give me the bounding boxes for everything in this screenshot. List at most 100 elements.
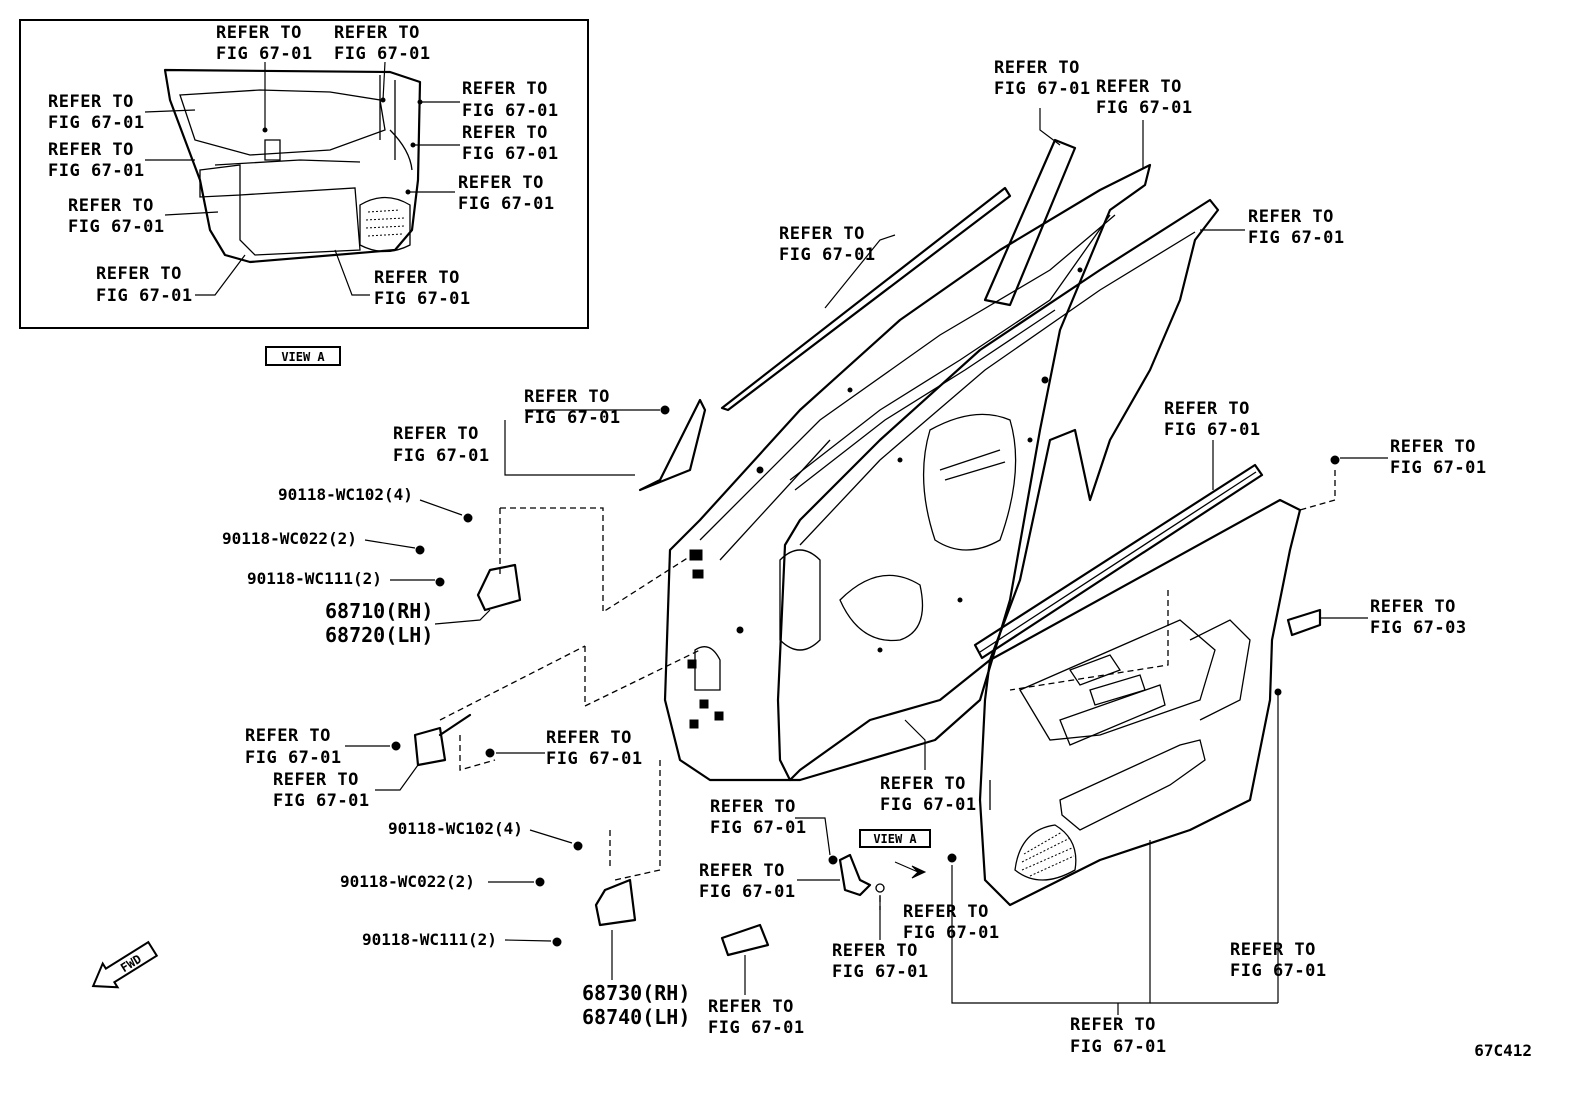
- svg-text:FIG 67-01: FIG 67-01: [216, 44, 313, 64]
- svg-text:REFER TO: REFER TO: [832, 941, 918, 961]
- part-number-hinge-upper-lh: 68720(LH): [325, 623, 433, 647]
- svg-text:FIG 67-01: FIG 67-01: [393, 446, 490, 466]
- view-a-tag-inset: VIEW A: [265, 346, 341, 366]
- svg-text:FIG 67-01: FIG 67-01: [699, 882, 796, 902]
- view-a-tag-main: VIEW A: [859, 829, 931, 848]
- svg-text:FIG 67-01: FIG 67-01: [462, 144, 559, 164]
- part-number-labels: 90118-WC102(4) 90118-WC022(2) 90118-WC11…: [222, 485, 690, 1029]
- svg-text:FIG 67-01: FIG 67-01: [1248, 228, 1345, 248]
- svg-text:FIG 67-01: FIG 67-01: [334, 44, 431, 64]
- svg-text:REFER TO: REFER TO: [903, 902, 989, 922]
- fwd-arrow: FWD: [91, 940, 159, 989]
- svg-text:REFER TO: REFER TO: [1164, 399, 1250, 419]
- svg-text:FIG 67-01: FIG 67-01: [546, 749, 643, 769]
- svg-text:REFER TO: REFER TO: [1070, 1015, 1156, 1035]
- svg-text:REFER TO: REFER TO: [458, 173, 544, 193]
- view-a-label-main: VIEW A: [873, 832, 917, 846]
- svg-text:FIG 67-01: FIG 67-01: [273, 791, 370, 811]
- svg-text:FIG 67-01: FIG 67-01: [68, 217, 165, 237]
- svg-text:REFER TO: REFER TO: [524, 387, 610, 407]
- svg-text:FIG 67-01: FIG 67-01: [462, 101, 559, 121]
- svg-text:FIG 67-01: FIG 67-01: [374, 289, 471, 309]
- part-number-bolt-102-lower: 90118-WC102(4): [388, 819, 523, 838]
- svg-text:FIG 67-01: FIG 67-01: [779, 245, 876, 265]
- svg-text:REFER TO: REFER TO: [1096, 77, 1182, 97]
- view-a-inset: [19, 19, 589, 329]
- part-number-bolt-022-lower: 90118-WC022(2): [340, 872, 475, 891]
- part-number-bolt-022-upper: 90118-WC022(2): [222, 529, 357, 548]
- part-number-bolt-111-lower: 90118-WC111(2): [362, 930, 497, 949]
- svg-text:REFER TO: REFER TO: [699, 861, 785, 881]
- part-number-bolt-102-upper: 90118-WC102(4): [278, 485, 413, 504]
- svg-text:REFER TO: REFER TO: [1370, 597, 1456, 617]
- svg-text:FIG 67-01: FIG 67-01: [708, 1018, 805, 1038]
- diagram-code: 67C412: [1474, 1041, 1532, 1060]
- svg-text:REFER TO: REFER TO: [374, 268, 460, 288]
- leader-lines: [345, 108, 1388, 1015]
- svg-text:FIG 67-01: FIG 67-01: [48, 161, 145, 181]
- svg-text:REFER TO: REFER TO: [245, 726, 331, 746]
- svg-text:REFER TO: REFER TO: [1390, 437, 1476, 457]
- svg-text:REFER TO: REFER TO: [334, 23, 420, 43]
- svg-text:FIG 67-01: FIG 67-01: [710, 818, 807, 838]
- svg-text:REFER TO: REFER TO: [1230, 940, 1316, 960]
- svg-text:FIG 67-03: FIG 67-03: [1370, 618, 1467, 638]
- view-a-label: VIEW A: [281, 350, 325, 364]
- svg-text:FIG 67-01: FIG 67-01: [524, 408, 621, 428]
- svg-text:FIG 67-01: FIG 67-01: [994, 79, 1091, 99]
- svg-text:REFER TO: REFER TO: [68, 196, 154, 216]
- svg-text:REFER TO: REFER TO: [779, 224, 865, 244]
- svg-text:FIG 67-01: FIG 67-01: [903, 923, 1000, 943]
- svg-text:FIG 67-01: FIG 67-01: [880, 795, 977, 815]
- svg-text:FIG 67-01: FIG 67-01: [832, 962, 929, 982]
- svg-text:REFER TO: REFER TO: [546, 728, 632, 748]
- svg-text:FIG 67-01: FIG 67-01: [1096, 98, 1193, 118]
- svg-text:REFER TO: REFER TO: [48, 140, 134, 160]
- svg-text:FIG 67-01: FIG 67-01: [1164, 420, 1261, 440]
- part-number-bolt-111-upper: 90118-WC111(2): [247, 569, 382, 588]
- alignment-lines: [439, 470, 1336, 910]
- door-assembly-drawing: [391, 138, 1340, 957]
- svg-text:FIG 67-01: FIG 67-01: [458, 194, 555, 214]
- svg-text:FIG 67-01: FIG 67-01: [1230, 961, 1327, 981]
- svg-text:REFER TO: REFER TO: [1248, 207, 1334, 227]
- part-number-hinge-upper-rh: 68710(RH): [325, 599, 433, 623]
- svg-text:FIG 67-01: FIG 67-01: [48, 113, 145, 133]
- svg-text:FIG 67-01: FIG 67-01: [1390, 458, 1487, 478]
- svg-text:REFER TO: REFER TO: [994, 58, 1080, 78]
- svg-text:REFER TO: REFER TO: [708, 997, 794, 1017]
- svg-text:FIG 67-01: FIG 67-01: [1070, 1037, 1167, 1057]
- svg-text:REFER TO: REFER TO: [216, 23, 302, 43]
- svg-text:REFER TO: REFER TO: [393, 424, 479, 444]
- svg-text:REFER TO: REFER TO: [462, 123, 548, 143]
- svg-text:FIG 67-01: FIG 67-01: [96, 286, 193, 306]
